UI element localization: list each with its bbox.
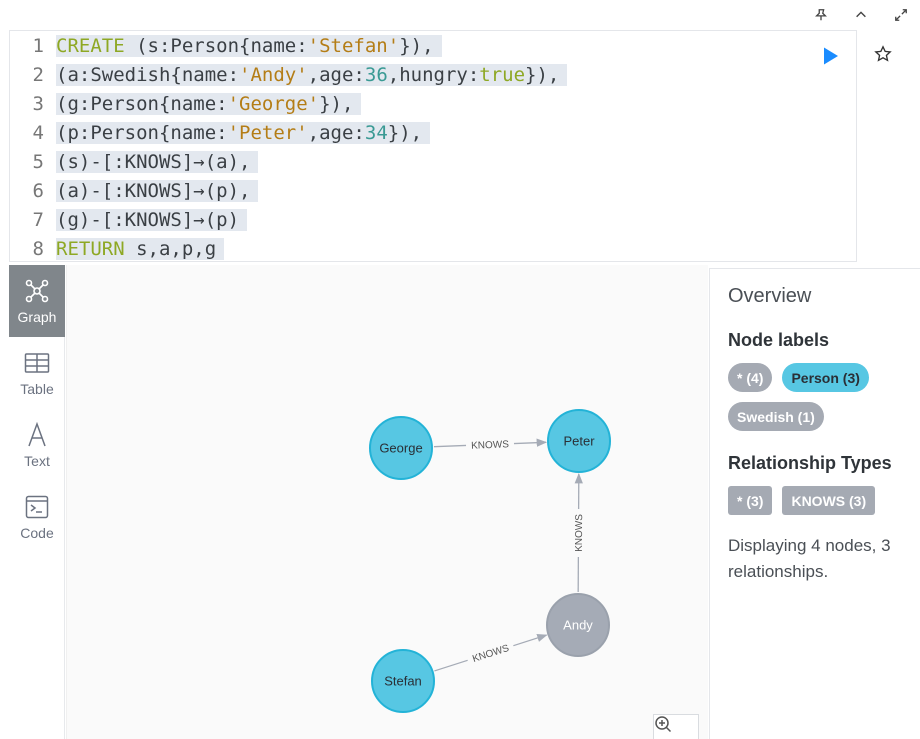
run-button[interactable] (820, 45, 842, 67)
line-number: 4 (32, 121, 44, 144)
overview-title: Overview (728, 285, 812, 307)
query-editor[interactable]: 1 CREATE (s:Person{name:'Stefan'}), 2 (a… (9, 30, 857, 262)
overview-description: Displaying 4 nodes, 3 relationships. (728, 536, 891, 581)
editor-line: 8 RETURN s,a,p,g (10, 234, 225, 263)
rel-type-all-pill[interactable]: * (3) (728, 486, 773, 515)
graph-node-label: George (379, 441, 422, 456)
line-number: 1 (32, 34, 44, 57)
text-icon (24, 421, 50, 448)
graph-node-label: Stefan (384, 674, 422, 689)
result-view-sidebar: Graph Table Text Code (9, 265, 65, 739)
code-text: (a)-[:KNOWS]→(p), (56, 179, 259, 202)
relationship-types-heading: Relationship Types (728, 453, 892, 473)
code-text: (g)-[:KNOWS]→(p) (56, 208, 248, 231)
window-controls (808, 4, 914, 26)
graph-node-label: Andy (563, 618, 593, 633)
relationship-line[interactable] (434, 659, 468, 672)
node-labels-heading: Node labels (728, 330, 830, 350)
relationship-label: KNOWS (574, 514, 585, 552)
chevron-up-icon[interactable] (848, 4, 874, 26)
graph-node-george[interactable] (369, 416, 433, 480)
editor-line: 3 (g:Person{name:'George'}), (10, 89, 362, 118)
editor-line: 6 (a)-[:KNOWS]→(p), (10, 176, 259, 205)
relationship-line[interactable] (513, 438, 548, 447)
code-text: (a:Swedish{name:'Andy',age:36,hungry:tru… (56, 63, 568, 86)
view-tab-label: Table (20, 380, 54, 397)
expand-icon[interactable] (888, 4, 914, 26)
editor-line: 4 (p:Person{name:'Peter',age:34}), (10, 118, 431, 147)
overview-panel: Overview Node labels * (4) Person (3) Sw… (709, 268, 920, 739)
graph-node-stefan[interactable] (371, 649, 435, 713)
code-text: RETURN s,a,p,g (56, 237, 225, 260)
code-text: (s)-[:KNOWS]→(a), (56, 150, 259, 173)
code-icon (24, 494, 50, 520)
zoom-in-button[interactable] (653, 714, 699, 739)
editor-line: 1 CREATE (s:Person{name:'Stefan'}), (10, 31, 442, 60)
view-tab-code[interactable]: Code (9, 481, 65, 553)
node-label-person-pill[interactable]: Person (3) (782, 363, 869, 392)
relationship-line[interactable] (513, 633, 548, 647)
view-tab-label: Text (24, 452, 50, 469)
pin-icon[interactable] (808, 4, 834, 26)
editor-line: 5 (s)-[:KNOWS]→(a), (10, 147, 259, 176)
graph-icon (24, 278, 50, 304)
rel-type-knows-pill[interactable]: KNOWS (3) (782, 486, 876, 515)
graph-node-andy[interactable] (546, 593, 610, 657)
table-icon (24, 350, 50, 376)
graph-node-peter[interactable] (547, 409, 611, 473)
editor-line: 7 (g)-[:KNOWS]→(p) (10, 205, 248, 234)
view-tab-label: Graph (17, 308, 57, 325)
view-tab-label: Code (20, 524, 54, 541)
line-number: 7 (32, 208, 44, 231)
code-text: CREATE (s:Person{name:'Stefan'}), (56, 34, 442, 57)
code-text: (p:Person{name:'Peter',age:34}), (56, 121, 431, 144)
favorite-button[interactable] (872, 43, 894, 65)
relationship-line[interactable] (433, 444, 467, 448)
relationship-label: KNOWS (471, 439, 510, 451)
line-number: 5 (32, 150, 44, 173)
editor-line: 2 (a:Swedish{name:'Andy',age:36,hungry:t… (10, 60, 568, 89)
view-tab-table[interactable]: Table (9, 337, 65, 409)
relationship-type-pills: * (3) KNOWS (3) (728, 486, 918, 515)
line-number: 6 (32, 179, 44, 202)
node-label-all-pill[interactable]: * (4) (728, 363, 773, 392)
view-tab-text[interactable]: Text (9, 409, 65, 481)
line-number: 2 (32, 63, 44, 86)
play-icon (824, 47, 838, 65)
code-text: (g:Person{name:'George'}), (56, 92, 362, 115)
node-label-pills: * (4) Person (3) Swedish (1) (728, 363, 918, 431)
graph-node-label: Peter (563, 434, 595, 449)
node-label-swedish-pill[interactable]: Swedish (1) (728, 402, 824, 431)
star-icon (874, 45, 892, 62)
line-number: 8 (32, 237, 44, 260)
relationship-label: KNOWS (471, 643, 511, 665)
view-tab-graph[interactable]: Graph (9, 265, 65, 337)
zoom-in-icon (655, 716, 672, 733)
line-number: 3 (32, 92, 44, 115)
